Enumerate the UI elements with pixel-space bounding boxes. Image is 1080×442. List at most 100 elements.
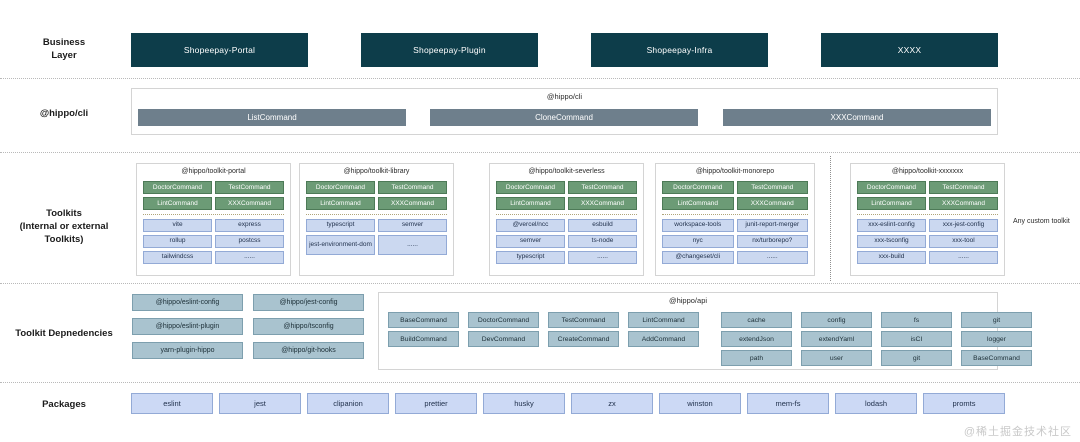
business-box-1[interactable]: Shopeepay-Plugin (361, 33, 538, 67)
api-box[interactable]: git (961, 312, 1032, 328)
api-box[interactable]: fs (881, 312, 952, 328)
dependency-box[interactable]: xxx-build (857, 251, 926, 264)
api-box[interactable]: AddCommand (628, 331, 699, 347)
package-box-eslint[interactable]: eslint (131, 393, 213, 414)
command-box[interactable]: LintCommand (857, 197, 926, 210)
command-box[interactable]: LintCommand (662, 197, 734, 210)
dependency-box[interactable]: ...... (215, 251, 284, 264)
dependency-box[interactable]: @changeset/cli (662, 251, 734, 264)
dependency-box[interactable]: nx/turborepo? (736, 235, 808, 248)
command-box[interactable]: DoctorCommand (857, 181, 926, 194)
toolkit-card-monorepo[interactable]: @hippo/toolkit-monorepo DoctorCommand Te… (655, 163, 815, 276)
dependency-box[interactable]: tailwindcss (143, 251, 212, 264)
command-box[interactable]: XXXCommand (736, 197, 808, 210)
dependency-box[interactable]: ...... (736, 251, 808, 264)
command-box[interactable]: LintCommand (143, 197, 212, 210)
dependency-box[interactable]: vite (143, 219, 212, 232)
api-box[interactable]: cache (721, 312, 792, 328)
cli-command-clone[interactable]: CloneCommand (430, 109, 698, 126)
dependency-box[interactable]: @vercel/ncc (496, 219, 565, 232)
api-box[interactable]: path (721, 350, 792, 366)
toolkit-dependency-box[interactable]: @hippo/eslint-plugin (132, 318, 243, 335)
api-box[interactable]: TestCommand (548, 312, 619, 328)
toolkit-card-portal-title: @hippo/toolkit-portal (181, 168, 246, 175)
command-box[interactable]: DoctorCommand (143, 181, 212, 194)
api-box[interactable]: extendJson (721, 331, 792, 347)
dependency-box[interactable]: xxx-tsconfig (857, 235, 926, 248)
dependency-box[interactable]: xxx-jest-config (929, 219, 998, 232)
toolkit-dependency-box[interactable]: @hippo/eslint-config (132, 294, 243, 311)
cli-command-xxx[interactable]: XXXCommand (723, 109, 991, 126)
dependency-box[interactable]: ...... (568, 251, 637, 264)
dependency-box[interactable]: postcss (215, 235, 284, 248)
package-box-zx[interactable]: zx (571, 393, 653, 414)
business-box-0[interactable]: Shopeepay-Portal (131, 33, 308, 67)
command-box[interactable]: TestCommand (929, 181, 998, 194)
api-box[interactable]: BaseCommand (961, 350, 1032, 366)
api-column: cache extendJson path (721, 312, 792, 366)
api-box[interactable]: BaseCommand (388, 312, 459, 328)
command-box[interactable]: XXXCommand (378, 197, 447, 210)
toolkit-card-custom[interactable]: @hippo/toolkit-xxxxxxx DoctorCommand Tes… (850, 163, 1005, 276)
api-box[interactable]: DevCommand (468, 331, 539, 347)
command-box[interactable]: DoctorCommand (306, 181, 375, 194)
package-box-husky[interactable]: husky (483, 393, 565, 414)
command-box[interactable]: TestCommand (215, 181, 284, 194)
api-box[interactable]: user (801, 350, 872, 366)
toolkit-dependency-box[interactable]: @hippo/jest-config (253, 294, 364, 311)
toolkit-card-severless[interactable]: @hippo/toolkit-severless DoctorCommand T… (489, 163, 644, 276)
cli-command-list[interactable]: ListCommand (138, 109, 406, 126)
api-box[interactable]: isCI (881, 331, 952, 347)
command-box[interactable]: TestCommand (736, 181, 808, 194)
command-box[interactable]: XXXCommand (215, 197, 284, 210)
package-box-winston[interactable]: winston (659, 393, 741, 414)
command-box[interactable]: XXXCommand (568, 197, 637, 210)
dependency-box[interactable]: ts-node (568, 235, 637, 248)
dependency-box[interactable]: typescript (306, 219, 375, 232)
toolkit-card-portal[interactable]: @hippo/toolkit-portal DoctorCommand Test… (136, 163, 291, 276)
command-box[interactable]: XXXCommand (929, 197, 998, 210)
package-box-mem-fs[interactable]: mem-fs (747, 393, 829, 414)
toolkit-dependency-box[interactable]: yarn-plugin-hippo (132, 342, 243, 359)
dependency-box[interactable]: typescript (496, 251, 565, 264)
dependency-box[interactable]: junit-report-merger (736, 219, 808, 232)
command-box[interactable]: DoctorCommand (662, 181, 734, 194)
dependency-box[interactable]: nyc (662, 235, 734, 248)
dependency-box[interactable]: jest-environment-dom (306, 235, 375, 255)
api-column: DoctorCommand DevCommand (468, 312, 539, 366)
api-box[interactable]: CreateCommand (548, 331, 619, 347)
toolkit-dependency-box[interactable]: @hippo/tsconfig (253, 318, 364, 335)
api-box[interactable]: LintCommand (628, 312, 699, 328)
command-box[interactable]: TestCommand (378, 181, 447, 194)
business-box-3[interactable]: XXXX (821, 33, 998, 67)
toolkit-dependency-box[interactable]: @hippo/git-hooks (253, 342, 364, 359)
command-box[interactable]: LintCommand (496, 197, 565, 210)
command-box[interactable]: DoctorCommand (496, 181, 565, 194)
dependency-box[interactable]: ...... (378, 235, 447, 255)
package-box-promts[interactable]: promts (923, 393, 1005, 414)
toolkit-card-divider (662, 214, 808, 215)
package-box-jest[interactable]: jest (219, 393, 301, 414)
command-box[interactable]: TestCommand (568, 181, 637, 194)
toolkit-card-library[interactable]: @hippo/toolkit-library DoctorCommand Tes… (299, 163, 454, 276)
dependency-box[interactable]: xxx-tool (929, 235, 998, 248)
command-box[interactable]: LintCommand (306, 197, 375, 210)
api-box[interactable]: extendYaml (801, 331, 872, 347)
api-box[interactable]: DoctorCommand (468, 312, 539, 328)
package-box-prettier[interactable]: prettier (395, 393, 477, 414)
package-box-lodash[interactable]: lodash (835, 393, 917, 414)
api-box[interactable]: config (801, 312, 872, 328)
dependency-box[interactable]: express (215, 219, 284, 232)
dependency-box[interactable]: workspace-tools (662, 219, 734, 232)
dependency-box[interactable]: rollup (143, 235, 212, 248)
api-box[interactable]: BuildCommand (388, 331, 459, 347)
dependency-box[interactable]: esbuild (568, 219, 637, 232)
api-box[interactable]: git (881, 350, 952, 366)
api-box[interactable]: logger (961, 331, 1032, 347)
package-box-clipanion[interactable]: clipanion (307, 393, 389, 414)
dependency-box[interactable]: ...... (929, 251, 998, 264)
dependency-box[interactable]: semver (496, 235, 565, 248)
dependency-box[interactable]: semver (378, 219, 447, 232)
business-box-2[interactable]: Shopeepay-Infra (591, 33, 768, 67)
dependency-box[interactable]: xxx-eslint-config (857, 219, 926, 232)
